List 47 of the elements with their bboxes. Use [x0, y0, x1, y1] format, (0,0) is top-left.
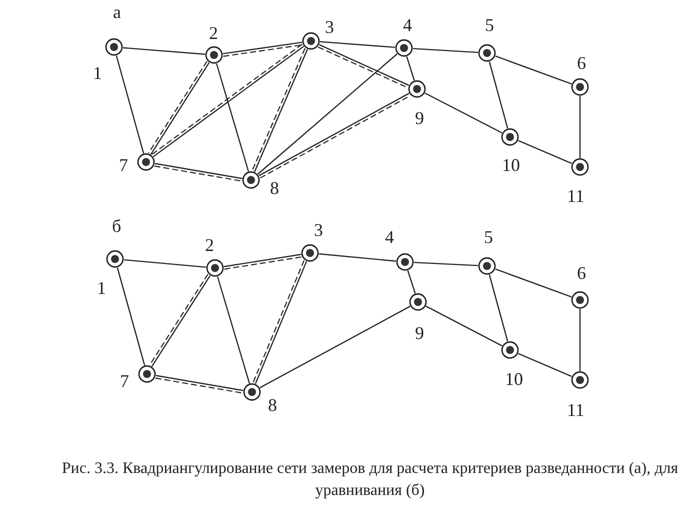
point-number: 4 — [403, 15, 412, 35]
survey-point-marker — [571, 158, 589, 176]
panel-letter: а — [113, 2, 121, 22]
survey-point-marker — [408, 80, 426, 98]
panel-letter: б — [112, 216, 122, 236]
point-number: 5 — [485, 15, 494, 35]
survey-point-marker — [138, 365, 156, 383]
point-number: 6 — [577, 263, 586, 283]
survey-point-marker — [206, 259, 224, 277]
point-number: 2 — [209, 23, 218, 43]
point-number: 2 — [205, 235, 214, 255]
survey-point-marker — [205, 46, 223, 64]
survey-point-marker — [571, 371, 589, 389]
survey-point-marker — [242, 171, 260, 189]
point-number: 1 — [97, 278, 106, 298]
point-number: 7 — [120, 371, 129, 391]
point-number: 7 — [119, 155, 128, 175]
survey-point-marker — [395, 39, 413, 57]
point-number: 4 — [385, 227, 394, 247]
survey-point-marker — [409, 293, 427, 311]
point-number: 8 — [270, 178, 279, 198]
survey-point-marker — [571, 291, 589, 309]
figure-caption: Рис. 3.3. Квадриангулирование сети замеров для расчета критериев разведанности (а), для уравнивания (б) — [60, 459, 680, 501]
survey-point-marker — [478, 257, 496, 275]
point-number: 9 — [415, 108, 424, 128]
survey-point-marker — [478, 44, 496, 62]
survey-point-marker — [106, 250, 124, 268]
survey-point-marker — [301, 244, 319, 262]
survey-point-marker — [501, 128, 519, 146]
point-number: 1 — [93, 63, 102, 83]
point-number: 5 — [484, 227, 493, 247]
point-number: 9 — [415, 323, 424, 343]
point-number: 11 — [567, 400, 584, 420]
survey-point-marker — [396, 253, 414, 271]
point-number: 3 — [325, 17, 334, 37]
survey-point-marker — [501, 341, 519, 359]
survey-point-marker — [105, 38, 123, 56]
point-number: 10 — [502, 155, 520, 175]
point-number: 6 — [577, 53, 586, 73]
survey-point-marker — [571, 78, 589, 96]
point-number: 3 — [314, 220, 323, 240]
survey-point-marker — [243, 383, 261, 401]
point-number: 8 — [268, 395, 277, 415]
survey-point-marker — [137, 153, 155, 171]
survey-point-marker — [302, 32, 320, 50]
point-number: 11 — [567, 186, 584, 206]
point-number: 10 — [505, 369, 523, 389]
